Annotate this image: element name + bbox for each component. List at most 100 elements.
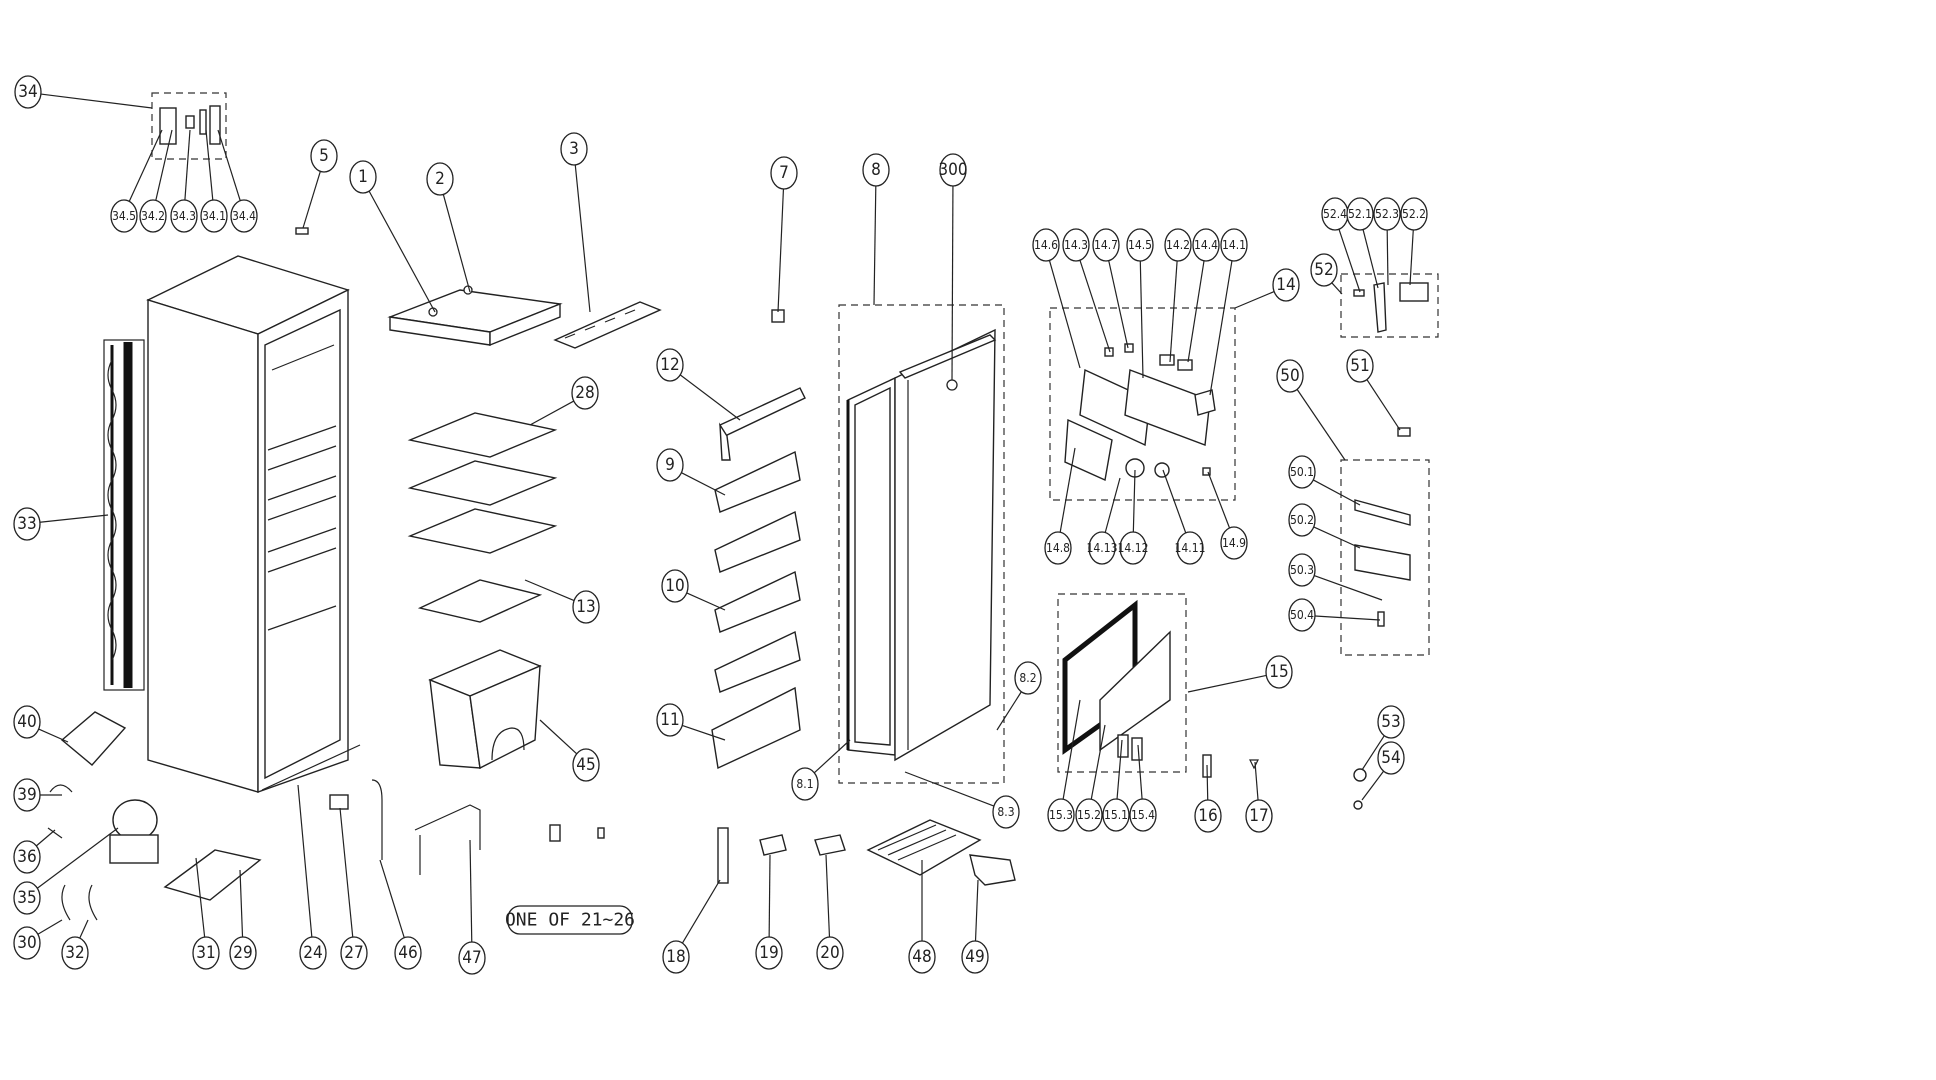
callout-bubble-20 bbox=[816, 936, 844, 970]
callout-bubble-49 bbox=[961, 940, 989, 974]
leader-line-34.4 bbox=[217, 129, 241, 201]
callout-bubble-47 bbox=[458, 941, 486, 975]
callout-label-14.3: 14.3 bbox=[1064, 238, 1088, 252]
callout-bubble-35 bbox=[13, 881, 41, 915]
callout-label-15.1: 15.1 bbox=[1104, 808, 1128, 822]
leader-line-20 bbox=[825, 854, 831, 938]
callout-bubble-15 bbox=[1265, 655, 1293, 689]
leader-line-27 bbox=[339, 807, 354, 938]
callout-bubble-50.3 bbox=[1288, 553, 1316, 587]
callout-bubble-39 bbox=[13, 778, 41, 812]
note-text: ONE OF 21~26 bbox=[505, 910, 635, 931]
callout-label-53: 53 bbox=[1381, 712, 1400, 732]
callout-bubble-34.4 bbox=[230, 199, 258, 233]
leader-line-50.1 bbox=[1313, 479, 1361, 506]
callout-label-8.1: 8.1 bbox=[796, 777, 813, 791]
leader-line-10 bbox=[686, 592, 726, 611]
leader-line-49 bbox=[974, 879, 979, 942]
callout-bubble-12 bbox=[656, 348, 684, 382]
callout-bubble-8.2 bbox=[1014, 661, 1042, 695]
callout-bubble-40 bbox=[13, 705, 41, 739]
condenser bbox=[103, 339, 145, 691]
callout-bubble-14.11 bbox=[1176, 531, 1204, 565]
compressor bbox=[109, 799, 159, 864]
callout-label-36: 36 bbox=[17, 847, 36, 867]
leader-line-14.7 bbox=[1108, 260, 1129, 349]
callout-label-50.3: 50.3 bbox=[1290, 563, 1314, 577]
callout-bubble-8.3 bbox=[992, 795, 1020, 829]
callout-bubble-34.2 bbox=[139, 199, 167, 233]
callout-bubble-14.8 bbox=[1044, 531, 1072, 565]
leader-line-8 bbox=[873, 185, 877, 306]
callout-label-20: 20 bbox=[820, 943, 839, 963]
callout-bubble-2 bbox=[426, 162, 454, 196]
leader-line-33 bbox=[39, 514, 109, 523]
leader-line-14.13 bbox=[1104, 477, 1121, 533]
callout-bubble-14.4 bbox=[1192, 228, 1220, 262]
leader-line-47 bbox=[469, 839, 473, 943]
callout-bubble-13 bbox=[572, 590, 600, 624]
leader-line-35 bbox=[36, 827, 119, 889]
callout-label-47: 47 bbox=[462, 948, 481, 968]
callout-label-35: 35 bbox=[17, 888, 36, 908]
callout-bubble-48 bbox=[908, 940, 936, 974]
callout-bubble-300 bbox=[939, 153, 967, 187]
leader-line-36 bbox=[35, 829, 56, 847]
leader-line-19 bbox=[768, 854, 771, 938]
callout-bubble-15.2 bbox=[1075, 798, 1103, 832]
leader-line-34 bbox=[40, 93, 153, 109]
callout-label-34.4: 34.4 bbox=[232, 209, 256, 223]
callout-bubble-52.2 bbox=[1400, 197, 1428, 231]
callout-label-29: 29 bbox=[233, 943, 252, 963]
callout-label-34.2: 34.2 bbox=[141, 209, 165, 223]
callout-bubble-14.9 bbox=[1220, 526, 1248, 560]
callout-bubble-51 bbox=[1346, 349, 1374, 383]
callout-label-50: 50 bbox=[1280, 366, 1299, 386]
callout-label-11: 11 bbox=[660, 710, 679, 730]
callout-bubble-50.1 bbox=[1288, 455, 1316, 489]
leader-line-8.3 bbox=[904, 771, 995, 807]
callout-bubble-33 bbox=[13, 507, 41, 541]
callout-label-48: 48 bbox=[912, 947, 931, 967]
note-label: ONE OF 21~26 bbox=[505, 905, 635, 935]
callout-label-34.1: 34.1 bbox=[202, 209, 226, 223]
callout-label-14.7: 14.7 bbox=[1094, 238, 1118, 252]
callout-label-15.2: 15.2 bbox=[1077, 808, 1101, 822]
callout-bubble-14 bbox=[1272, 268, 1300, 302]
callout-bubble-29 bbox=[229, 936, 257, 970]
callout-label-30: 30 bbox=[17, 933, 36, 953]
leader-line-13 bbox=[524, 579, 575, 602]
glass-shelves bbox=[407, 412, 558, 623]
leader-line-34.1 bbox=[205, 129, 214, 201]
leader-line-30 bbox=[37, 919, 63, 935]
callout-bubble-34.1 bbox=[200, 199, 228, 233]
callout-label-28: 28 bbox=[575, 383, 594, 403]
callout-label-8.3: 8.3 bbox=[997, 805, 1014, 819]
leader-line-24 bbox=[297, 784, 313, 938]
callout-label-14.4: 14.4 bbox=[1194, 238, 1218, 252]
callout-label-3: 3 bbox=[569, 139, 579, 159]
callout-label-46: 46 bbox=[398, 943, 417, 963]
callout-label-14.6: 14.6 bbox=[1034, 238, 1058, 252]
callout-bubble-7 bbox=[770, 156, 798, 190]
leader-line-50 bbox=[1296, 389, 1346, 461]
callout-label-34.3: 34.3 bbox=[172, 209, 196, 223]
callout-bubble-16 bbox=[1194, 799, 1222, 833]
leader-line-14.6 bbox=[1048, 260, 1081, 369]
callout-label-14: 14 bbox=[1276, 275, 1295, 295]
callout-label-16: 16 bbox=[1198, 806, 1217, 826]
callout-label-14.2: 14.2 bbox=[1166, 238, 1190, 252]
callout-bubble-11 bbox=[656, 703, 684, 737]
callout-label-51: 51 bbox=[1350, 356, 1369, 376]
callout-bubble-54 bbox=[1377, 741, 1405, 775]
leader-line-34.3 bbox=[184, 129, 191, 201]
leader-line-3 bbox=[574, 164, 591, 313]
callout-label-8: 8 bbox=[871, 160, 881, 180]
leader-line-31 bbox=[195, 857, 206, 938]
callout-label-18: 18 bbox=[666, 947, 685, 967]
callout-bubble-14.13 bbox=[1088, 531, 1116, 565]
callout-bubble-15.3 bbox=[1047, 798, 1075, 832]
callout-bubble-32 bbox=[61, 936, 89, 970]
